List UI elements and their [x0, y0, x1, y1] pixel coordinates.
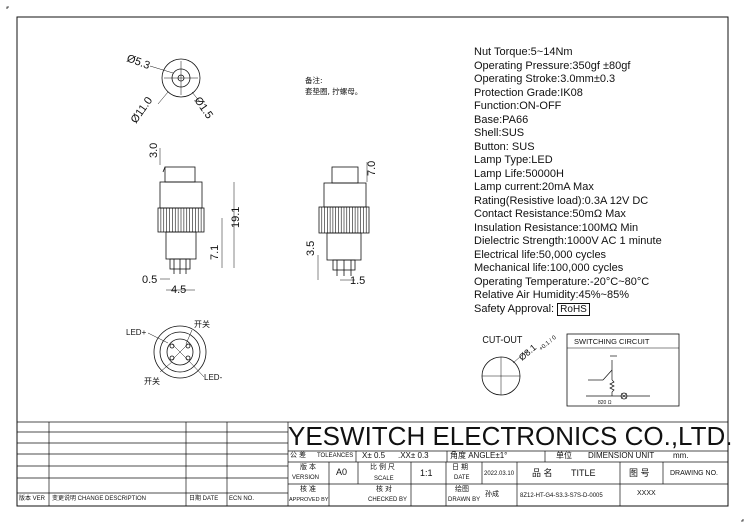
ver-en: VERSION	[292, 475, 320, 481]
tol-cn: 公 差	[290, 452, 306, 459]
appr-cn: 核 准	[300, 486, 316, 493]
note-line-1: 备注:	[305, 76, 323, 85]
dim-w15: 1.5	[350, 275, 365, 287]
cutout-tol: +0.1 / 0	[538, 335, 558, 353]
spec-line: Insulation Resistance:100MΩ Min	[474, 221, 639, 234]
dim-h30: 3.0	[148, 143, 160, 158]
dim-h70: 7.0	[366, 161, 378, 176]
rev-ecn: ECN NO.	[229, 496, 255, 502]
scale-val: 1:1	[420, 468, 433, 478]
scale-en: SCALE	[374, 476, 394, 482]
dim-w45: 4.5	[171, 284, 186, 296]
dim-d15: Ø1.5	[192, 95, 216, 121]
knurl-lines-1	[160, 208, 202, 232]
rev-date: 日期 DATE	[189, 496, 219, 502]
chk-en: CHECKED BY	[368, 497, 408, 503]
pin-label-switch-bottom: 开关	[144, 376, 160, 386]
date-val: 2022.03.10	[484, 471, 515, 477]
safety-approval: Safety Approval: RoHS	[474, 302, 662, 317]
draw-en: DRAWN BY	[448, 497, 481, 503]
spec-line: Button: SUS	[474, 140, 535, 153]
dim-h35: 3.5	[305, 241, 317, 256]
spec-line: Operating Stroke:3.0mm±0.3	[474, 73, 616, 85]
date-cn: 日 期	[452, 464, 468, 471]
pin-label-led-minus: LED-	[204, 373, 223, 382]
rev-desc: 变更说明 CHANGE DESCRIPTION	[52, 496, 147, 502]
spec-line: Lamp Life:50000H	[474, 167, 564, 180]
drawer-name: 孙成	[485, 491, 499, 498]
appr-en: APPROVED BY	[289, 497, 329, 503]
spec-line: Operating Temperature:-20°C~80°C	[474, 275, 650, 288]
spec-line: Lamp current:20mA Max	[474, 181, 594, 193]
tol-xx: .XX± 0.3	[398, 451, 429, 460]
cutout-view	[481, 349, 529, 396]
safety-label: Safety Approval:	[474, 302, 555, 315]
spec-line: Function:ON-OFF	[474, 100, 562, 112]
spec-line: Contact Resistance:50mΩ Max	[474, 208, 626, 220]
dim-h191: 19.1	[230, 207, 242, 228]
angle-tol: 角度 ANGLE±1°	[450, 451, 508, 460]
circuit-caption: 820 Ω	[598, 400, 612, 406]
spec-line: Operating Pressure:350gf ±80gf	[474, 59, 631, 72]
spec-line: Shell:SUS	[474, 127, 525, 139]
corner-mark	[6, 6, 9, 9]
xxxx-field: XXXX	[637, 490, 656, 497]
chk-cn: 核 对	[376, 486, 392, 493]
front-view-2	[317, 162, 370, 281]
scale-cn: 比 例 尺	[370, 464, 395, 471]
name-en: TITLE	[571, 468, 596, 478]
spec-line: Nut Torque:5~14Nm	[474, 46, 573, 58]
note-line-2: 套垫圈, 拧螺母。	[305, 87, 363, 96]
spec-line: Protection Grade:IK08	[474, 86, 583, 99]
cutout-label: CUT-OUT	[482, 335, 522, 347]
spec-line: Relative Air Humidity:45%~85%	[474, 289, 629, 301]
spec-line: Electrical life:50,000 cycles	[474, 248, 607, 261]
company-name: YESWITCH ELECTRONICS CO.,LTD.	[288, 421, 733, 451]
assembly-note: 备注: 套垫圈, 拧螺母。	[305, 75, 362, 97]
tol-x: X± 0.5	[362, 451, 386, 460]
ver-cn: 版 本	[300, 464, 316, 471]
title-block-grid	[17, 421, 728, 506]
tol-en: TOLEANCES	[317, 453, 354, 459]
spec-line: Lamp Type:LED	[474, 154, 553, 166]
rohs-badge: RoHS	[557, 302, 590, 316]
corner-mark	[741, 519, 744, 522]
pin-label-led-plus: LED+	[126, 328, 147, 337]
dwg-cn: 图 号	[629, 468, 650, 478]
spec-line: Rating(Resistive load):0.3A 12V DC	[474, 194, 649, 207]
dim-d110: Ø11.0	[129, 95, 156, 126]
unit-cn: 单位	[556, 451, 572, 460]
spec-line: Mechanical life:100,000 cycles	[474, 262, 624, 274]
rev-ver: 版本 VER	[19, 496, 46, 502]
sheet-border	[16, 16, 729, 507]
knurl-lines-2	[321, 207, 367, 233]
draw-cn: 绘图	[455, 486, 469, 493]
unit-en: DIMENSION UNIT	[588, 451, 655, 460]
dim-d53: Ø5.3	[125, 53, 152, 72]
top-view	[149, 58, 201, 105]
name-cn: 品 名	[532, 468, 553, 478]
dim-h71: 7.1	[209, 245, 221, 260]
pin-label-switch-top: 开关	[194, 319, 210, 329]
unit-val: mm.	[673, 451, 689, 460]
spec-line: Base:PA66	[474, 113, 529, 126]
date-en: DATE	[454, 475, 470, 481]
bottom-view	[147, 325, 207, 379]
spec-line: Dielectric Strength:1000V AC 1 minute	[474, 235, 662, 247]
circuit-title: SWITCHING CIRCUIT	[574, 337, 650, 346]
part-number: 8Z12-HT-G4-S3.3-S7S-D-0005	[520, 493, 603, 499]
dim-w05: 0.5	[142, 274, 157, 286]
ver-val: A0	[336, 467, 348, 477]
dwg-en: DRAWING NO.	[670, 470, 718, 477]
switching-circuit	[566, 333, 680, 407]
